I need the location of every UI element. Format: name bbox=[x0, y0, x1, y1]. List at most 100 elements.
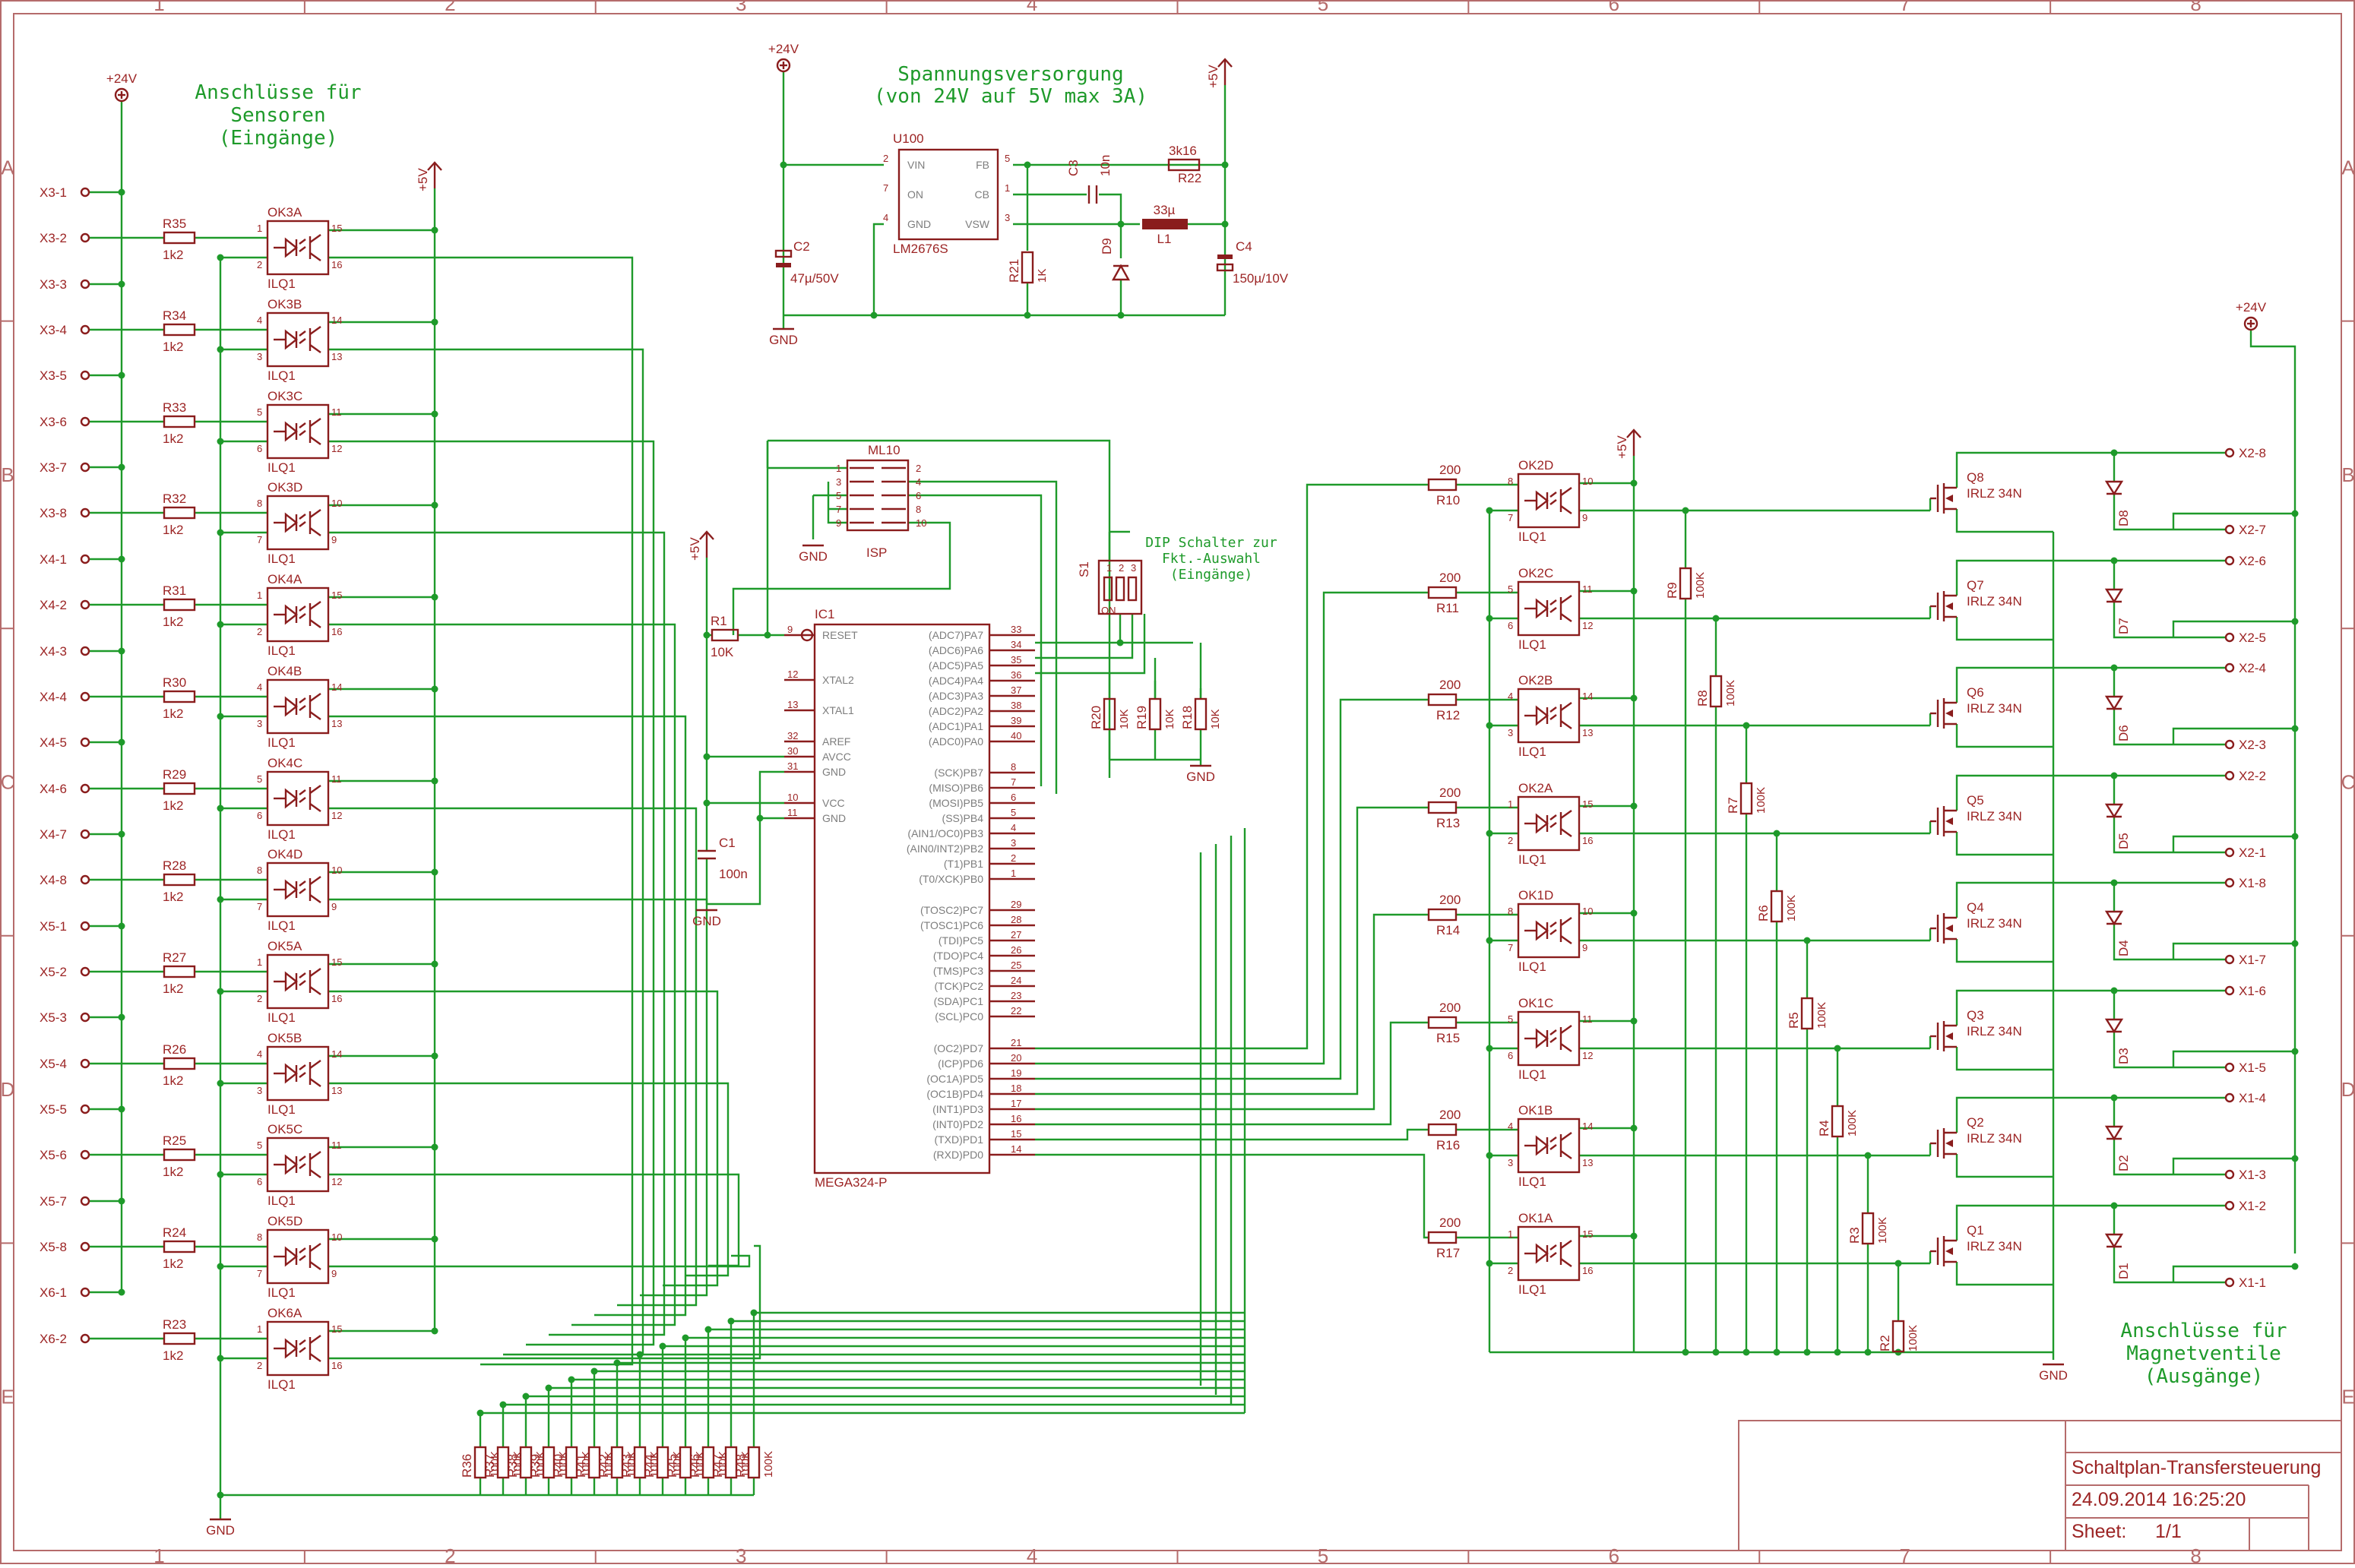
led-icon bbox=[284, 329, 298, 350]
resistor-value: 1k2 bbox=[163, 523, 183, 537]
dip-heading-line2: Fkt.-Auswahl bbox=[1162, 551, 1261, 567]
input-terminal-label: X4-3 bbox=[40, 644, 67, 659]
ground-label: GND bbox=[1186, 770, 1215, 784]
pin-number: 6 bbox=[257, 443, 262, 454]
junction bbox=[1712, 615, 1720, 622]
wire bbox=[1955, 451, 2225, 488]
terminal-icon bbox=[2224, 954, 2235, 965]
coupler-name: OK4A bbox=[267, 572, 302, 586]
junction bbox=[217, 1491, 224, 1499]
led-icon bbox=[284, 512, 298, 533]
wire bbox=[908, 494, 1043, 786]
junction bbox=[118, 830, 125, 838]
led-icon bbox=[284, 788, 298, 809]
coupler-part: ILQ1 bbox=[1518, 637, 1546, 652]
pin-number: 6 bbox=[916, 490, 921, 501]
freewheel-diode-icon bbox=[2104, 1018, 2124, 1034]
optocoupler-body bbox=[1517, 473, 1581, 529]
junction bbox=[1630, 802, 1638, 810]
resistor-value: 100K bbox=[625, 1451, 638, 1478]
wire bbox=[2113, 709, 2225, 746]
resistor-name: R2 bbox=[1878, 1335, 1892, 1351]
pin-number: 12 bbox=[1582, 620, 1593, 631]
transistor-collector bbox=[1560, 702, 1572, 711]
wire bbox=[328, 623, 676, 1326]
ground-label: GND bbox=[206, 1523, 235, 1538]
supply-label: +5V bbox=[1206, 65, 1220, 88]
wire bbox=[2113, 602, 2225, 639]
junction bbox=[217, 713, 224, 720]
resistor-v bbox=[565, 1446, 578, 1479]
input-terminal-label: X3-1 bbox=[40, 185, 67, 200]
output-terminal-label: X1-2 bbox=[2239, 1199, 2266, 1213]
resistor-v bbox=[1831, 1105, 1844, 1138]
frame-row-label: D bbox=[2341, 1078, 2355, 1101]
resistor-value: 1k2 bbox=[163, 248, 183, 262]
junction bbox=[217, 438, 224, 445]
frame-column-label: 4 bbox=[1027, 0, 1037, 15]
junction bbox=[1630, 1124, 1638, 1132]
output-terminal-label: X2-4 bbox=[2239, 661, 2266, 675]
light-arrows-icon bbox=[1549, 1136, 1557, 1150]
wire bbox=[1955, 1204, 2225, 1241]
coupler-part: ILQ1 bbox=[267, 368, 296, 383]
mosfet-name: Q1 bbox=[1967, 1223, 1984, 1238]
pin-number: 2 bbox=[916, 463, 921, 474]
coupler-part: ILQ1 bbox=[267, 1102, 296, 1117]
mcu-pin-label: (T0/XCK)PB0 bbox=[919, 873, 983, 885]
pin-number: 2 bbox=[1508, 1265, 1513, 1276]
wire bbox=[2172, 1265, 2295, 1282]
junction bbox=[431, 1235, 438, 1243]
mcu-pin-label: (ADC2)PA2 bbox=[929, 705, 983, 717]
pin-number: 1 bbox=[257, 590, 262, 601]
wire bbox=[1099, 193, 1122, 224]
terminal-icon bbox=[80, 1104, 90, 1114]
wire bbox=[908, 480, 1058, 794]
resistor-h bbox=[163, 231, 196, 245]
supply-circle-icon bbox=[114, 87, 129, 103]
led-icon bbox=[1535, 1135, 1549, 1156]
terminal-icon bbox=[80, 232, 90, 243]
coupler-name: OK2D bbox=[1518, 458, 1553, 473]
pin-number: 8 bbox=[1508, 476, 1513, 487]
junction bbox=[1773, 830, 1780, 837]
light-arrows-icon bbox=[299, 789, 306, 803]
pin-number: 7 bbox=[257, 901, 262, 912]
pin-number: 4 bbox=[1508, 691, 1513, 702]
diode-name: D4 bbox=[2116, 940, 2131, 956]
mcu-pin-label: (AIN1/OC0)PB3 bbox=[907, 827, 983, 839]
junction bbox=[118, 555, 125, 563]
pin-number: 15 bbox=[331, 956, 342, 968]
freewheel-diode-icon bbox=[2104, 1233, 2124, 1249]
terminal-icon bbox=[2224, 1062, 2235, 1073]
frame-column-label: 1 bbox=[154, 0, 164, 15]
frame-row-label: C bbox=[1, 771, 15, 794]
input-terminal-label: X3-8 bbox=[40, 506, 67, 520]
coupler-name: OK5C bbox=[267, 1122, 302, 1136]
output-terminal-label: X2-6 bbox=[2239, 554, 2266, 568]
resistor-name: R34 bbox=[163, 308, 186, 323]
resistor-name: R1 bbox=[711, 614, 727, 628]
resistor-value: 100K bbox=[1907, 1325, 1920, 1351]
junction bbox=[1743, 722, 1750, 729]
mcu-pin-label: (TCK)PC2 bbox=[934, 980, 983, 992]
resistor-name: R14 bbox=[1436, 923, 1460, 937]
resistor-name: R5 bbox=[1787, 1012, 1801, 1029]
pin-number: 34 bbox=[1011, 639, 1021, 650]
mcu-pin-label: (TDI)PC5 bbox=[939, 934, 983, 947]
mcu-pin-label: XTAL2 bbox=[822, 674, 854, 686]
terminal-icon bbox=[80, 599, 90, 610]
optocoupler-body bbox=[266, 953, 330, 1010]
wire bbox=[2113, 1247, 2225, 1284]
junction bbox=[431, 1327, 438, 1335]
capacitor-name: C4 bbox=[1236, 239, 1252, 254]
pin-number: 15 bbox=[331, 590, 342, 601]
output-terminal-label: X1-4 bbox=[2239, 1091, 2266, 1105]
ground-label: GND bbox=[799, 549, 828, 564]
mcu-pin-label: GND bbox=[822, 766, 846, 778]
transistor-collector bbox=[309, 1335, 321, 1344]
wire bbox=[1035, 806, 1429, 1095]
junction bbox=[1486, 937, 1493, 944]
pin-number: 36 bbox=[1011, 669, 1021, 681]
title-block-title: Schaltplan-Transfersteuerung bbox=[2072, 1457, 2321, 1478]
